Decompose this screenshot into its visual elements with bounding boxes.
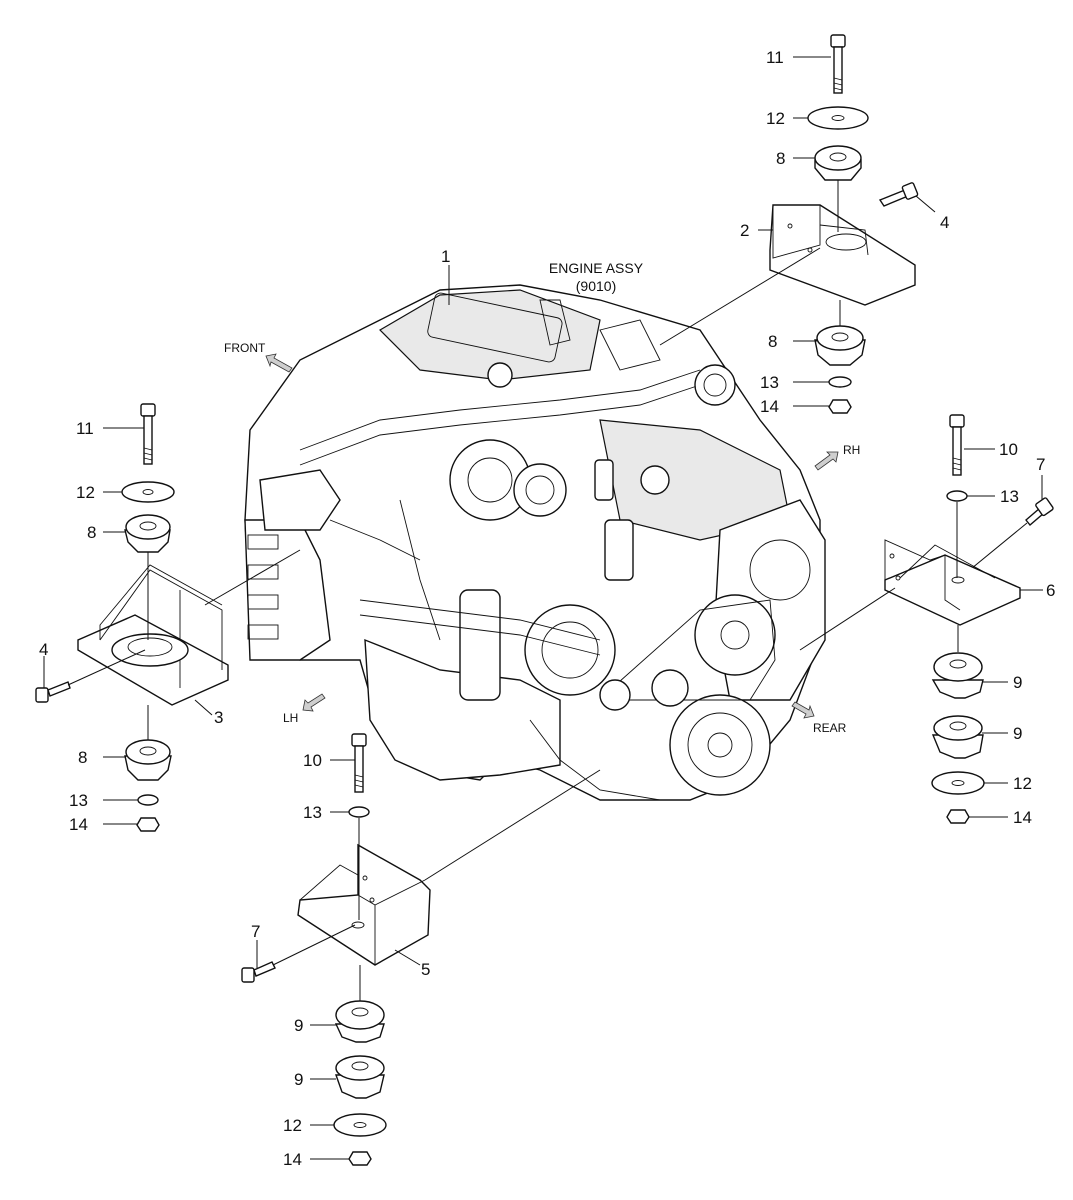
callout-9-bottom-upper: 9 [294, 1016, 303, 1035]
bolt-11-top-right [830, 34, 846, 94]
bracket-5 [297, 843, 431, 966]
rear-arrow-icon [791, 701, 815, 719]
mount-stack-bottom [241, 733, 601, 1166]
callout-1: 1 [441, 247, 450, 266]
rh-arrow-icon [814, 451, 839, 471]
bolt-11-left [140, 403, 156, 465]
bolt-4-left [35, 681, 71, 703]
nut-14-bottom [348, 1151, 372, 1166]
front-arrow-icon [265, 353, 293, 373]
callout-8-left-lower: 8 [78, 748, 87, 767]
mount-stack-right [799, 414, 1054, 824]
bolt-4-top-right [878, 182, 919, 207]
callout-8-top-lower: 8 [768, 332, 777, 351]
engine-assy-code: (9010) [576, 278, 616, 294]
mount-stack-left [35, 403, 301, 832]
washer-13-bottom [348, 806, 370, 818]
rear-label: REAR [813, 721, 847, 735]
bolt-10-right [949, 414, 965, 476]
rh-label: RH [843, 443, 860, 457]
lh-arrow-icon [302, 693, 326, 712]
cushion-9-bottom-upper [334, 1000, 385, 1043]
callout-4-left: 4 [39, 640, 48, 659]
cushion-8-top-right-upper [814, 145, 862, 181]
callout-2: 2 [740, 221, 749, 240]
bolt-7-right [1025, 497, 1054, 527]
callout-14-bottom: 14 [283, 1150, 302, 1169]
engine-assy-title: ENGINE ASSY [549, 260, 644, 276]
callout-9-right-lower: 9 [1013, 724, 1022, 743]
bracket-6 [884, 539, 1021, 626]
bracket-3 [77, 564, 229, 706]
callout-8-left-upper: 8 [87, 523, 96, 542]
nut-14-left [136, 817, 160, 832]
callout-14-right: 14 [1013, 808, 1032, 827]
mount-stack-top-right [659, 34, 936, 414]
direction-indicators: FRONT RH LH REAR [224, 341, 860, 735]
cushion-8-left-lower [124, 739, 172, 781]
callout-13-bottom: 13 [303, 803, 322, 822]
callout-12-left: 12 [76, 483, 95, 502]
bolt-7-bottom [241, 961, 276, 983]
nut-14-top-right [828, 399, 852, 414]
callout-13-left: 13 [69, 791, 88, 810]
washer-13-left [137, 794, 159, 806]
callout-14-left: 14 [69, 815, 88, 834]
washer-12-left [121, 481, 175, 503]
callout-10-bottom: 10 [303, 751, 322, 770]
front-label: FRONT [224, 341, 266, 355]
bracket-2 [769, 204, 916, 306]
callout-13-right: 13 [1000, 487, 1019, 506]
callout-labels: 1 2 3 4 4 5 6 7 7 8 8 8 8 9 9 9 9 10 10 … [39, 48, 1055, 1169]
cushion-8-top-right-lower [814, 325, 866, 366]
washer-13-top-right [828, 376, 852, 388]
washer-12-top-right [807, 106, 869, 130]
cushion-9-right-lower [931, 715, 984, 759]
bolt-10-bottom [351, 733, 367, 793]
washer-12-bottom [333, 1113, 387, 1137]
callout-9-right-upper: 9 [1013, 673, 1022, 692]
callout-5: 5 [421, 960, 430, 979]
nut-14-right [946, 809, 970, 824]
cushion-9-right-upper [931, 652, 984, 699]
callout-13-top: 13 [760, 373, 779, 392]
engine-assembly [244, 284, 826, 801]
callout-12-top: 12 [766, 109, 785, 128]
callout-7-bottom: 7 [251, 922, 260, 941]
callout-11-left: 11 [76, 419, 94, 438]
callout-8-top-upper: 8 [776, 149, 785, 168]
callout-9-bottom-lower: 9 [294, 1070, 303, 1089]
washer-13-right [946, 490, 968, 502]
callout-7-right: 7 [1036, 455, 1045, 474]
cushion-9-bottom-lower [335, 1055, 385, 1099]
callout-6: 6 [1046, 581, 1055, 600]
cushion-8-left-upper [124, 514, 171, 553]
callout-3: 3 [214, 708, 223, 727]
lh-label: LH [283, 711, 298, 725]
washer-12-right [931, 771, 985, 795]
callout-14-top: 14 [760, 397, 779, 416]
callout-4-right: 4 [940, 213, 949, 232]
callout-12-bottom: 12 [283, 1116, 302, 1135]
callout-12-right: 12 [1013, 774, 1032, 793]
callout-10-right: 10 [999, 440, 1018, 459]
callout-11-top: 11 [766, 48, 784, 67]
